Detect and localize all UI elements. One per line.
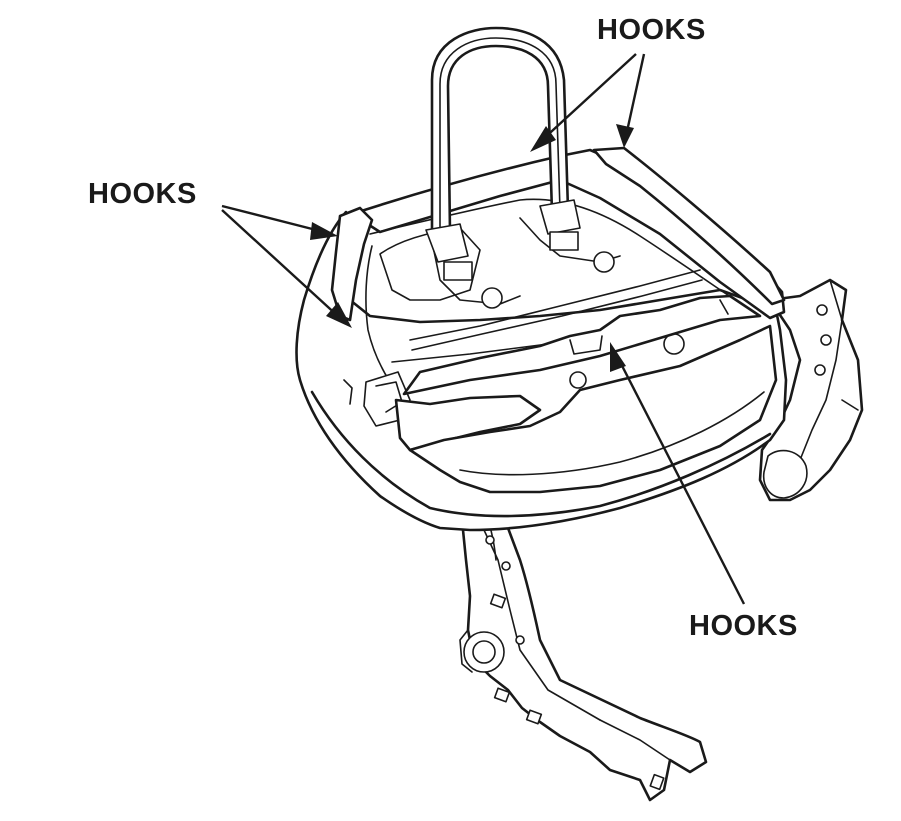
leader-left-2 bbox=[221, 209, 341, 319]
arrowhead-top-right-1 bbox=[530, 126, 556, 152]
leader-top-right-2 bbox=[624, 53, 646, 137]
hooks-label-top-right: HOOKS bbox=[597, 14, 706, 46]
right-side-bracket bbox=[758, 278, 864, 502]
hooks-label-left: HOOKS bbox=[88, 178, 197, 210]
arrowhead-top-right-2 bbox=[616, 124, 634, 148]
seat-back-cushion bbox=[295, 146, 788, 532]
arrowhead-left-1 bbox=[310, 222, 338, 240]
arrowhead-left-2 bbox=[326, 302, 352, 328]
headrest-handle bbox=[425, 26, 581, 281]
leader-top-right-1 bbox=[539, 53, 637, 143]
arrowhead-bottom-right bbox=[610, 342, 626, 372]
leader-left-1 bbox=[221, 204, 325, 234]
leader-lines bbox=[221, 53, 746, 605]
leader-bottom-right bbox=[614, 353, 746, 605]
hooks-label-bottom-right: HOOKS bbox=[689, 610, 798, 642]
